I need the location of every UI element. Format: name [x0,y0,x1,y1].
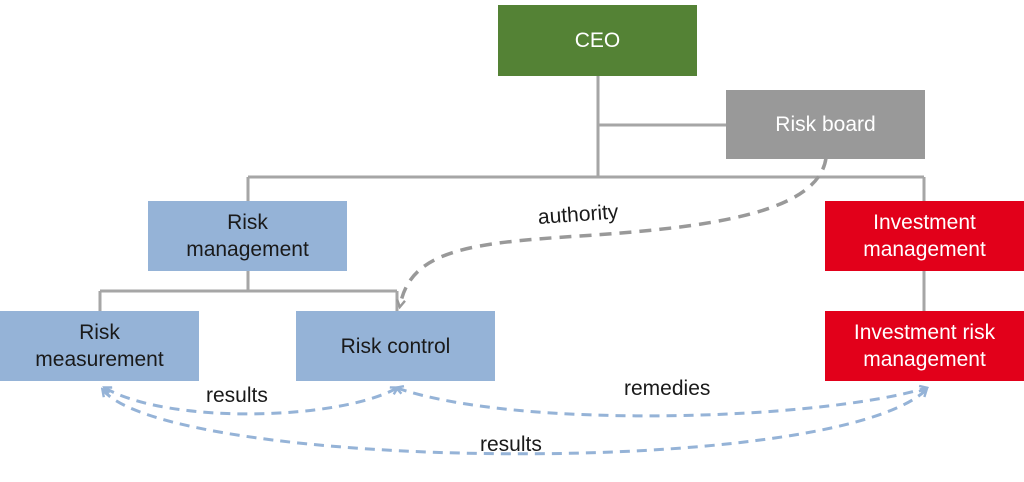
risk-measurement-label-line1: Risk [79,321,120,344]
investment-risk-management-label-line1: Investment risk [853,321,996,344]
risk-control-box: Risk control [296,311,495,381]
results-label-upper: results [206,384,268,407]
remedies-arrow [397,388,926,418]
risk-measurement-label-line2: measurement [35,348,164,371]
remedies-label: remedies [624,377,711,400]
risk-board-box: Risk board [726,90,925,159]
risk-management-box: Risk management [148,201,347,271]
risk-measurement-box: Risk measurement [0,311,199,381]
investment-management-label-line2: management [863,238,986,261]
authority-arrow [400,157,828,306]
risk-control-label: Risk control [340,334,451,358]
investment-risk-management-label-line2: management [863,348,986,371]
risk-management-label-line1: Risk [227,211,268,234]
investment-risk-management-box: Investment risk management [825,311,1024,381]
results-label-lower: results [480,433,542,456]
investment-management-box: Investment management [825,201,1024,271]
ceo-box: CEO [498,5,697,76]
results-arrow-lower [103,390,926,456]
investment-management-label-line1: Investment [873,211,976,234]
risk-management-label-line2: management [186,238,309,261]
ceo-label: CEO [574,29,621,52]
risk-board-label: Risk board [775,113,876,136]
